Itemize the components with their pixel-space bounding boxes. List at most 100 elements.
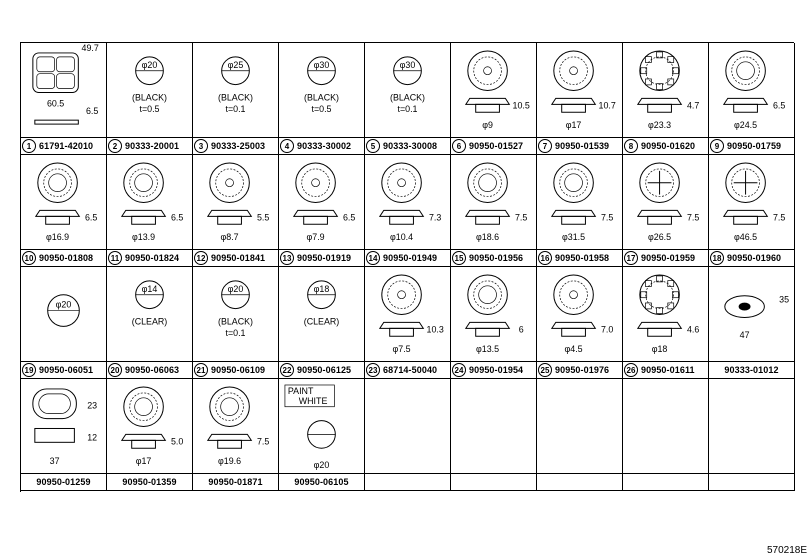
part-index-badge: 1 xyxy=(22,139,36,153)
diameter-label: φ20 xyxy=(56,300,72,310)
part-index-badge: 4 xyxy=(280,139,294,153)
part-inner-ring xyxy=(731,56,760,85)
part-tooth xyxy=(672,291,679,299)
part-index-badge: 18 xyxy=(710,251,724,265)
part-outline xyxy=(553,162,594,203)
height-label: 7.0 xyxy=(601,324,613,334)
part-number: 90950-01539 xyxy=(555,141,610,151)
part-index-badge: 2 xyxy=(108,139,122,153)
part-tooth xyxy=(656,307,663,314)
part-number: 90950-01527 xyxy=(469,141,524,151)
material-note: t=0.1 xyxy=(226,328,246,338)
part-tooth xyxy=(640,291,648,299)
empty-cell xyxy=(365,379,451,491)
diameter-label: φ13.9 xyxy=(132,232,155,242)
part-tooth xyxy=(645,78,652,86)
material-note: (BLACK) xyxy=(304,92,339,102)
part-profile-stem xyxy=(131,215,156,225)
part-inner-ring xyxy=(387,280,416,309)
part-index-badge: 24 xyxy=(452,363,466,377)
diameter-label: φ4.5 xyxy=(565,344,583,354)
material-note: (CLEAR) xyxy=(132,316,168,326)
empty-cell xyxy=(709,379,795,491)
diameter-label: φ24.5 xyxy=(734,120,757,130)
part-number: 90333-30008 xyxy=(383,141,438,151)
part-outline xyxy=(307,56,336,86)
part-tooth xyxy=(672,67,679,75)
height-label: 23 xyxy=(87,401,97,411)
part-number: 90950-01824 xyxy=(125,253,180,263)
part-outline xyxy=(639,162,680,203)
part-outline xyxy=(37,162,78,203)
part-center xyxy=(134,173,153,192)
part-number: 90950-01960 xyxy=(727,253,782,263)
part-profile xyxy=(722,209,769,217)
diameter-label: φ23.3 xyxy=(648,120,671,130)
empty-label xyxy=(623,473,708,490)
part-profile xyxy=(464,209,511,217)
part-number: 90333-25003 xyxy=(211,141,266,151)
part-drawing: 49.760.56.5 xyxy=(32,43,99,125)
part-center xyxy=(569,66,578,76)
part-outline xyxy=(381,162,422,203)
part-outline xyxy=(725,162,766,203)
part-tooth xyxy=(667,280,675,287)
part-window xyxy=(56,56,75,73)
part-number: 90950-06109 xyxy=(211,365,266,375)
part-label: 90950-01871 xyxy=(193,473,278,490)
empty-label xyxy=(451,473,536,490)
part-center xyxy=(569,290,578,300)
material-note: (BLACK) xyxy=(218,92,253,102)
thickness-label: 6.5 xyxy=(86,106,98,116)
part-index-badge: 23 xyxy=(366,363,380,377)
width-label: 47 xyxy=(740,330,750,340)
part-number: 90950-01956 xyxy=(469,253,524,263)
empty-cell xyxy=(537,379,623,491)
part-illustration: φ20(BLACK)t=0.1 xyxy=(193,267,278,362)
diameter-label: φ30 xyxy=(400,60,416,70)
part-tooth xyxy=(640,67,648,75)
paint-note: PAINT xyxy=(288,386,314,396)
part-outline xyxy=(553,50,594,91)
part-number: 90950-01759 xyxy=(727,141,782,151)
height-label: 49.7 xyxy=(82,43,99,53)
part-index-badge: 21 xyxy=(194,363,208,377)
part-profile xyxy=(636,97,683,105)
part-profile xyxy=(550,97,597,105)
part-inner-ring xyxy=(129,168,158,197)
part-outline xyxy=(467,274,508,315)
part-inner-ring xyxy=(387,168,416,197)
height-label: 6.5 xyxy=(85,212,97,222)
part-profile xyxy=(292,209,339,217)
part-index-badge: 22 xyxy=(280,363,294,377)
part-index-badge: 14 xyxy=(366,251,380,265)
part-illustration: φ20 xyxy=(21,267,106,362)
part-index-badge: 5 xyxy=(366,139,380,153)
part-center xyxy=(478,173,497,192)
